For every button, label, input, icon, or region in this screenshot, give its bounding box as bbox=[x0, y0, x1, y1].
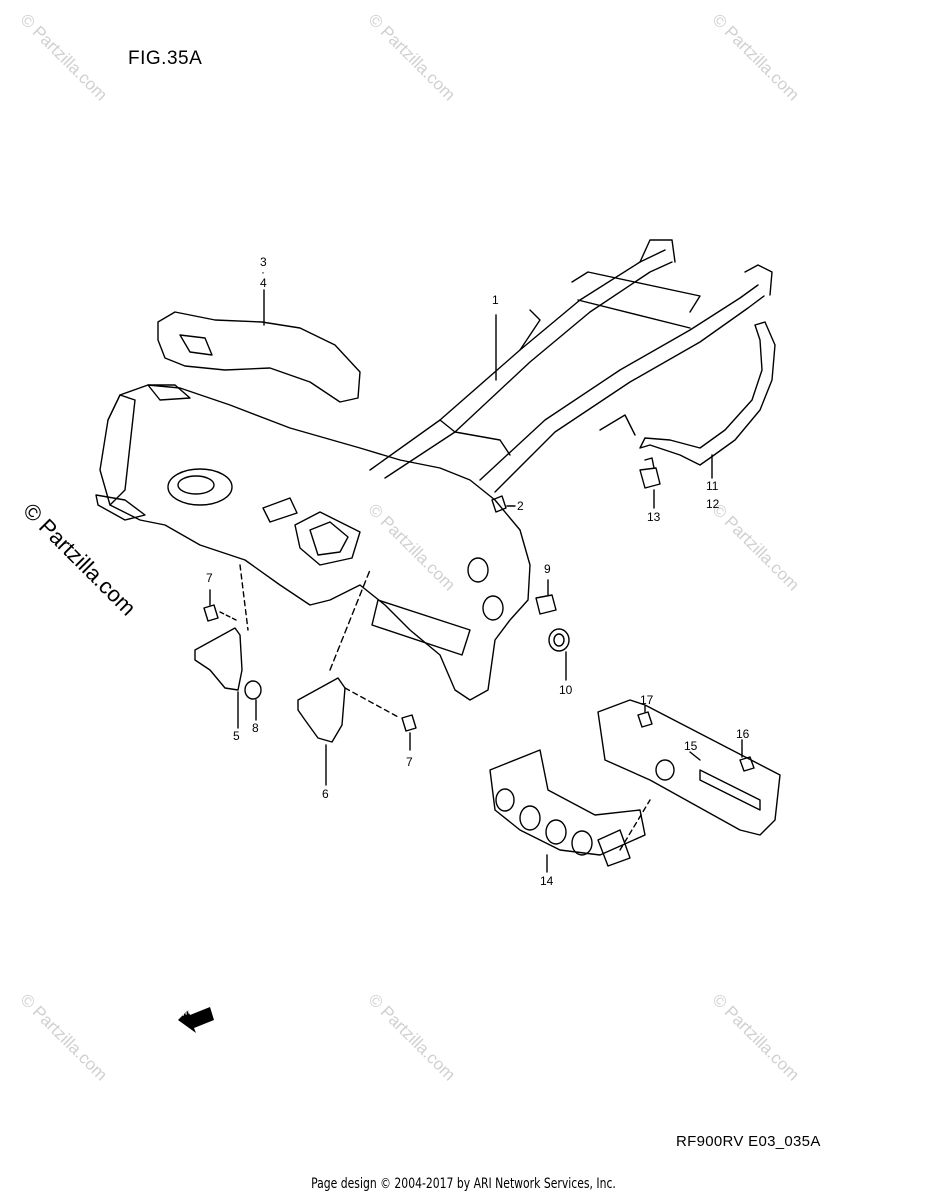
bracket-15-part bbox=[597, 699, 781, 836]
callout-9[interactable]: 9 bbox=[544, 562, 551, 576]
mount-13-part bbox=[639, 457, 661, 489]
bolt-7-part bbox=[203, 604, 219, 622]
callout-7b[interactable]: 7 bbox=[406, 755, 413, 769]
forward-arrow-icon bbox=[178, 1007, 214, 1033]
callout-10[interactable]: 10 bbox=[559, 683, 573, 697]
callout-15[interactable]: 15 bbox=[684, 739, 698, 753]
callout-5[interactable]: 5 bbox=[233, 729, 240, 743]
callout-dot: · bbox=[261, 265, 265, 279]
bolt-2-part bbox=[491, 495, 507, 513]
collar-10-part bbox=[548, 628, 570, 652]
callout-12[interactable]: 12 bbox=[706, 497, 720, 511]
washer-8-part bbox=[244, 680, 262, 700]
callout-8[interactable]: 8 bbox=[252, 721, 259, 735]
frame-cover-part bbox=[157, 311, 361, 403]
callout-16[interactable]: 16 bbox=[736, 727, 750, 741]
callout-6[interactable]: 6 bbox=[322, 787, 329, 801]
bracket-5-part bbox=[194, 627, 243, 691]
main-frame-part bbox=[95, 239, 773, 701]
bolt-16-part bbox=[739, 756, 755, 772]
callout-11[interactable]: 11 bbox=[706, 479, 719, 493]
callout-3[interactable]: 3 bbox=[260, 255, 267, 269]
callout-17[interactable]: 17 bbox=[640, 693, 654, 707]
callout-7[interactable]: 7 bbox=[206, 571, 213, 585]
callout-1[interactable]: 1 bbox=[492, 293, 499, 307]
callout-13[interactable]: 13 bbox=[647, 510, 661, 524]
callout-14[interactable]: 14 bbox=[540, 874, 554, 888]
callout-4[interactable]: 4 bbox=[260, 276, 267, 290]
bracket-14-part bbox=[489, 749, 646, 856]
bolt-17-part bbox=[637, 711, 653, 728]
footer-copyright: Page design © 2004-2017 by ARI Network S… bbox=[311, 1176, 616, 1192]
figure-title: FIG.35A bbox=[128, 48, 203, 69]
figure-code: RF900RV E03_035A bbox=[676, 1133, 821, 1150]
bracket-6-part bbox=[297, 677, 346, 743]
rear-bracket-part bbox=[639, 321, 776, 466]
collar-9-part bbox=[535, 594, 557, 615]
bolt-7-part bbox=[401, 714, 417, 732]
callout-2[interactable]: 2 bbox=[517, 499, 524, 513]
